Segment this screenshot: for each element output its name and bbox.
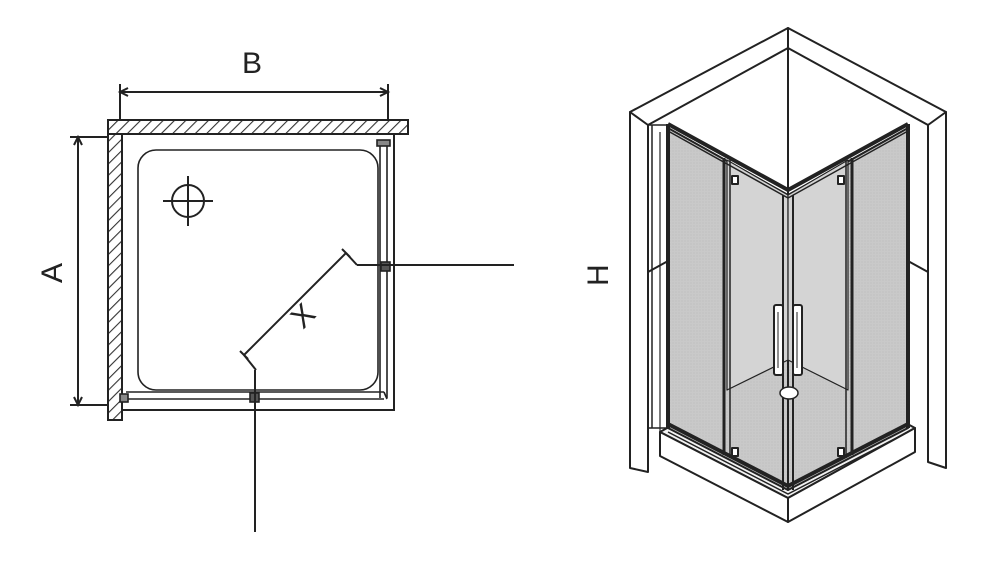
plan-view — [70, 84, 514, 532]
drain-icon — [163, 176, 213, 226]
dimension-x — [239, 248, 358, 371]
door-handles — [773, 304, 803, 376]
label-x: X — [285, 297, 322, 334]
dimension-h — [647, 124, 668, 429]
glass-panels — [119, 139, 391, 403]
wall-left — [107, 133, 123, 421]
dimension-b — [117, 84, 391, 122]
label-h: H — [582, 264, 615, 286]
wall-right-edge — [927, 111, 947, 469]
tray-basin — [137, 149, 379, 391]
wall-left-edge — [629, 111, 649, 473]
tray-outline — [122, 133, 395, 411]
tray-drain-icon — [779, 386, 799, 400]
perspective-view — [629, 27, 947, 523]
shower-tray-front-right — [787, 427, 916, 523]
label-b: B — [242, 47, 262, 80]
wall-top — [107, 119, 409, 135]
dimension-a — [70, 134, 110, 408]
label-a: A — [36, 263, 69, 283]
